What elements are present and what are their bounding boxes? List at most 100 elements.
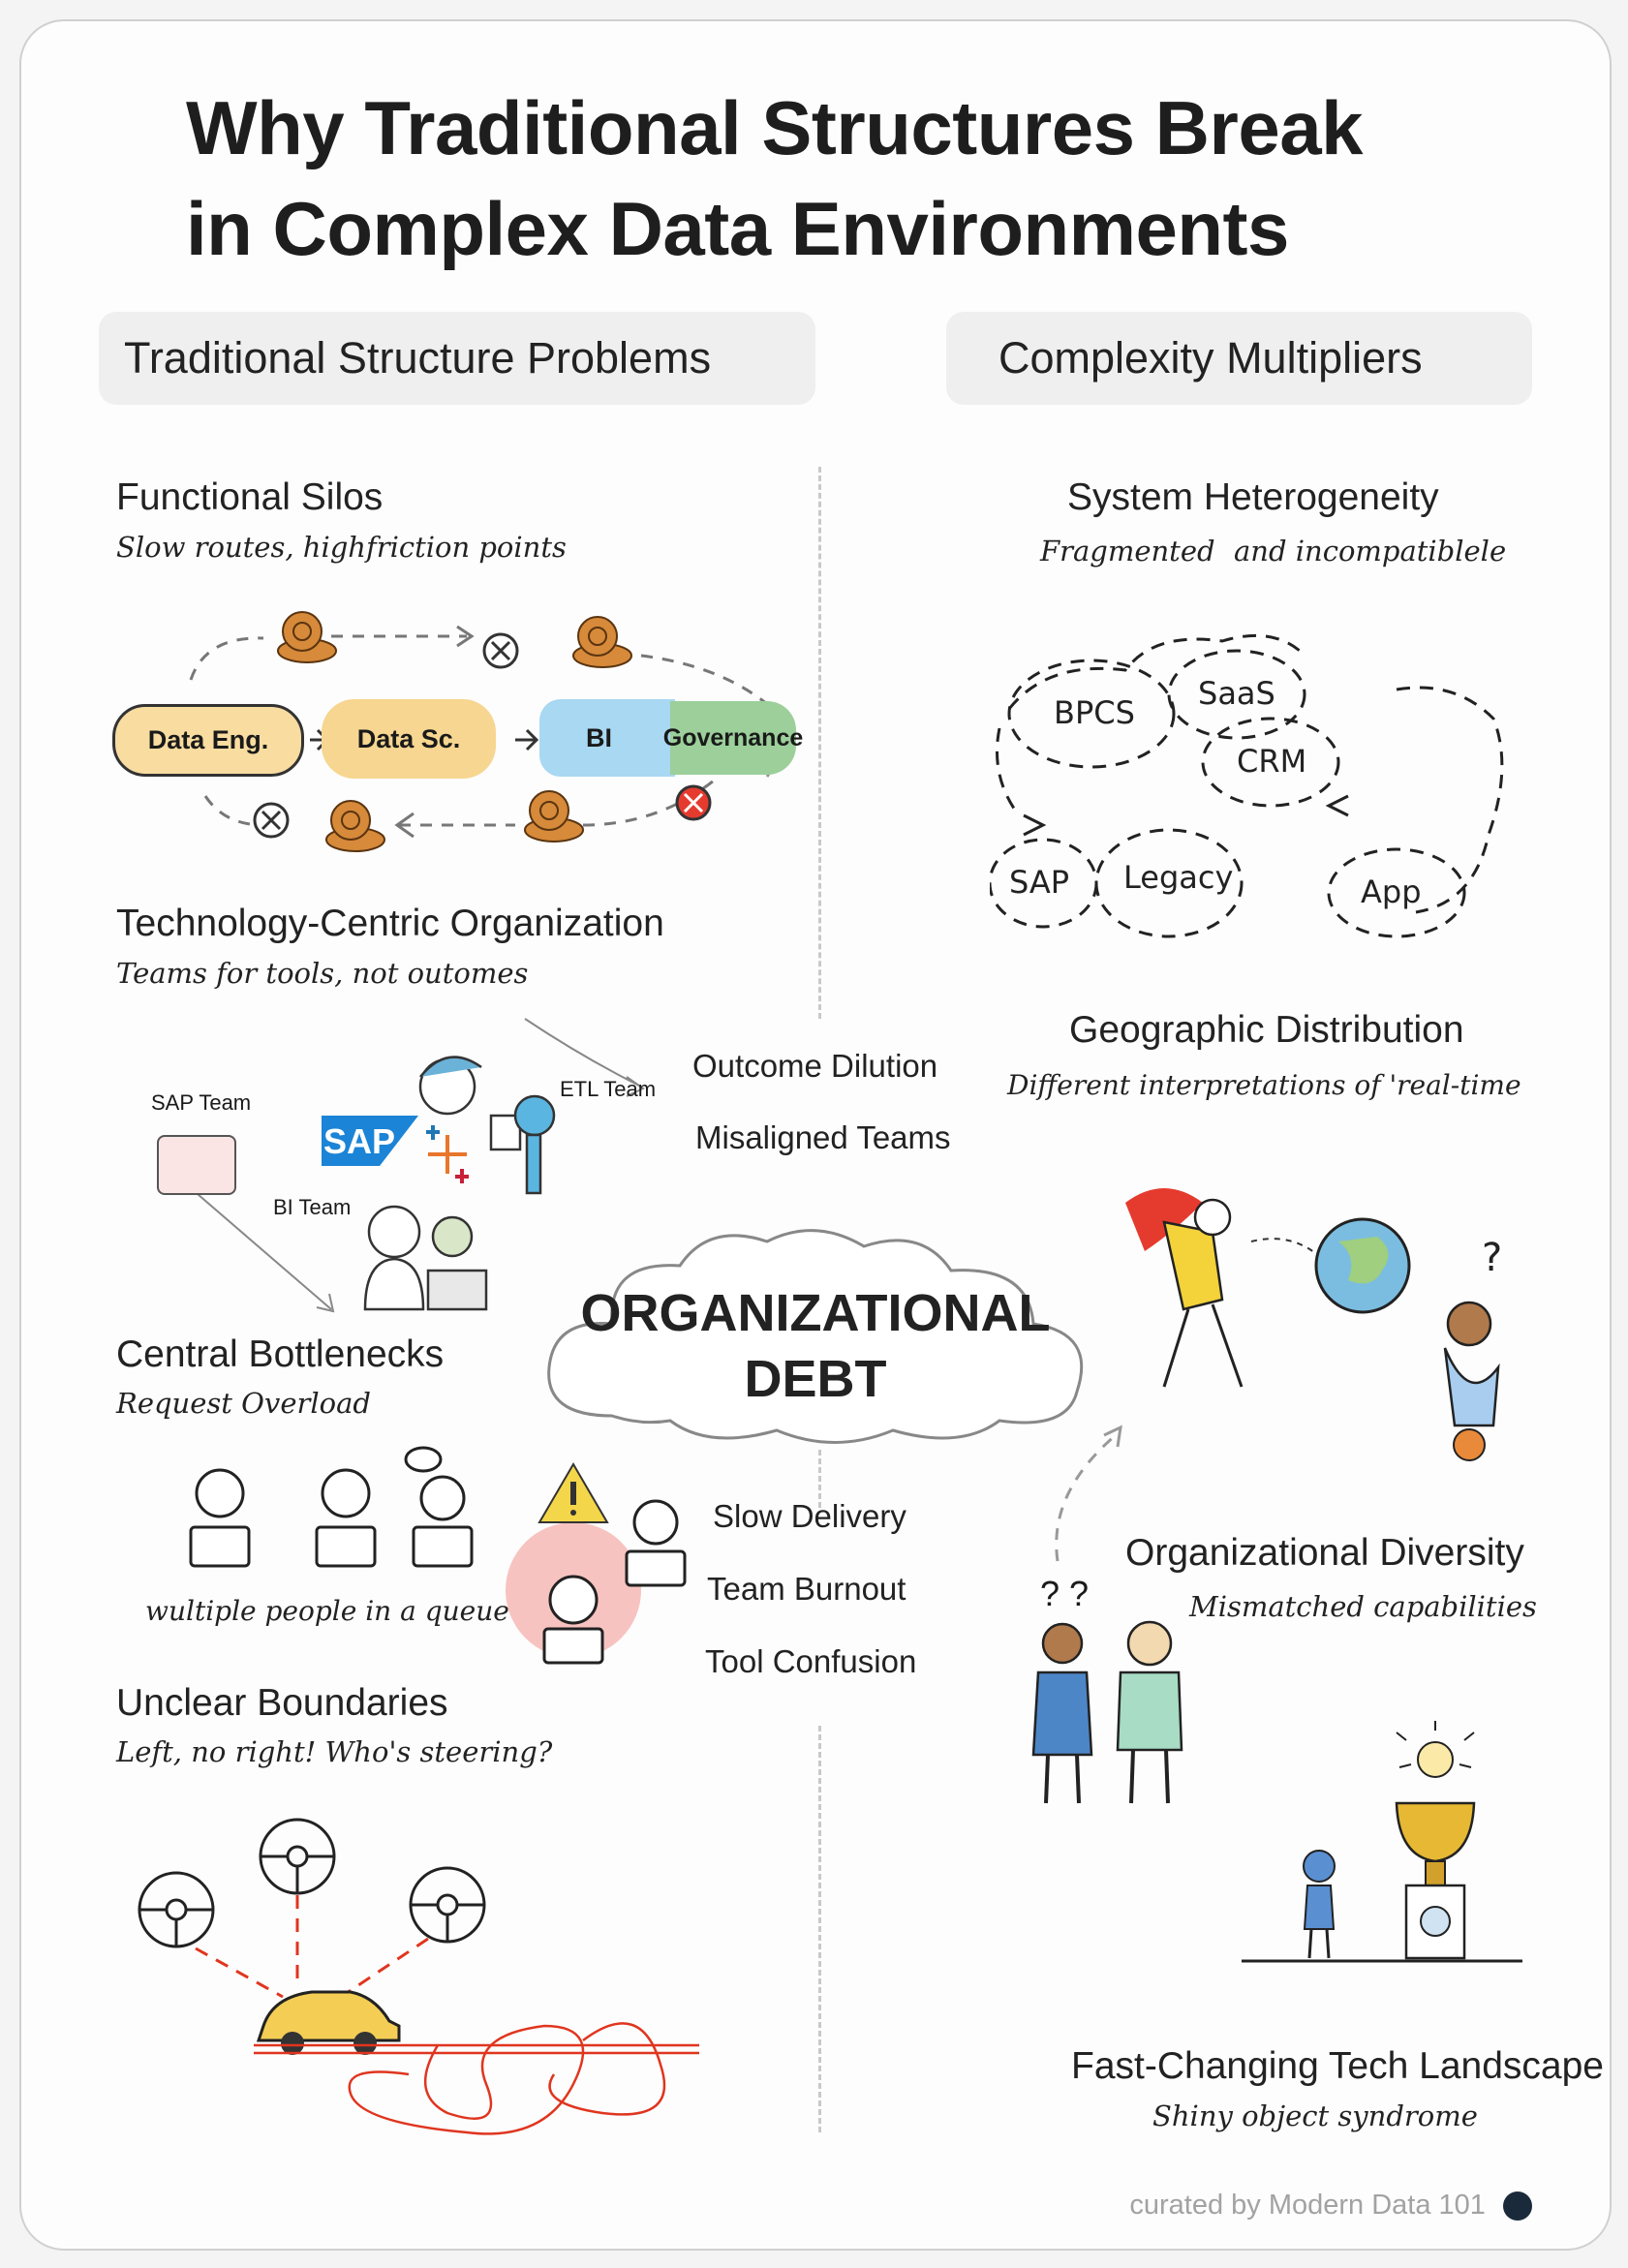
cloud-app-label: App (1361, 873, 1422, 910)
sap-logo-icon (322, 1116, 418, 1166)
person-apron-icon (1031, 1622, 1093, 1804)
steering-wheel-icon-2 (259, 1818, 336, 1895)
snail-icon-1 (277, 611, 337, 663)
outcome-dilution-label: Outcome Dilution (692, 1048, 938, 1084)
cloud-crm (1201, 717, 1340, 808)
title-line-1: Why Traditional Structures Break (186, 85, 1363, 170)
cloud-crm-label: CRM (1237, 743, 1307, 780)
gazing-person-icon (1303, 1850, 1336, 1959)
title-line-2: in Complex Data Environments (186, 186, 1289, 271)
fast-changing-title: Fast-Changing Tech Landscape (1071, 2045, 1604, 2087)
slow-delivery-label: Slow Delivery (713, 1498, 906, 1534)
bottleneck-queue-diagram (189, 1446, 687, 1665)
debt-line-2: DEBT (744, 1350, 887, 1408)
unclear-boundaries-title: Unclear Boundaries (116, 1682, 448, 1724)
confused-person-icon: ? (1443, 1236, 1502, 1461)
steering-wheel-icon-3 (409, 1866, 486, 1944)
debt-line-1: ORGANIZATIONAL (580, 1284, 1051, 1342)
tech-centric-diagram (190, 1018, 645, 1313)
sap-logo-text: SAP (323, 1121, 396, 1161)
tangled-road (254, 2022, 699, 2135)
sap-team-label: SAP Team (151, 1090, 252, 1115)
infographic-card: Why Traditional Structures Break in Comp… (19, 19, 1612, 2251)
sap-team-box (157, 1135, 236, 1195)
cape-runner-icon (1125, 1188, 1244, 1388)
queue-person-icon-1 (189, 1468, 251, 1568)
system-heterogeneity-subtitle-a: Fragmented (1040, 535, 1215, 567)
footer-text: curated by Modern Data 101 (1129, 2190, 1486, 2221)
etl-tool-icon (489, 1094, 556, 1195)
box-data-sc: Data Sc. (322, 699, 496, 779)
cloud-bpcs (1007, 659, 1176, 769)
diversity-illustration (1031, 1620, 1183, 1804)
misaligned-teams-label: Misaligned Teams (695, 1119, 951, 1155)
silos-route-diagram (189, 611, 783, 852)
warning-triangle-icon (538, 1462, 609, 1523)
tech-centric-subtitle: Teams for tools, not outomes (116, 957, 529, 990)
cloud-bpcs-label: BPCS (1054, 694, 1135, 731)
system-heterogeneity-title: System Heterogeneity (1067, 476, 1439, 518)
center-divider-mid (818, 1450, 821, 1508)
debt-cloud-shape (547, 1229, 1084, 1444)
center-divider-top (818, 467, 821, 1019)
modern-data-logo-icon (1503, 2191, 1532, 2222)
cloud-saas (1167, 649, 1306, 740)
queue-person-icon-3 (404, 1446, 474, 1568)
bi-team-avatar-icon (363, 1205, 488, 1311)
steering-diagram (138, 1818, 699, 2135)
system-heterogeneity-subtitle-b: and incompatiblele (1234, 535, 1507, 567)
functional-silos-title: Functional Silos (116, 476, 384, 518)
car-icon (256, 1990, 401, 2055)
page-title: Why Traditional Structures Break in Comp… (186, 77, 1363, 279)
box-governance: Governance (663, 701, 803, 775)
snail-icon-3 (325, 800, 385, 852)
shiny-object-illustration (1242, 1721, 1522, 1963)
globe-icon (1314, 1217, 1411, 1314)
tool-confusion-label: Tool Confusion (705, 1643, 917, 1679)
stressed-person-icon (542, 1575, 604, 1665)
footer-credit: curated by Modern Data 101 (1129, 2190, 1532, 2222)
queue-caption: wultiple people in a queue (145, 1595, 509, 1627)
bi-team-label: BI Team (273, 1195, 352, 1219)
cloud-sap-label: SAP (1009, 864, 1070, 901)
lightbulb-icon (1396, 1721, 1475, 1778)
blocked-x-icon-2 (253, 802, 290, 839)
box-bi: BI (539, 699, 675, 777)
header-left-label: Traditional Structure Problems (124, 333, 712, 383)
blocked-x-icon-1 (482, 632, 519, 669)
geo-illustration: ? (1125, 1188, 1502, 1461)
cloud-legacy-label: Legacy (1123, 859, 1234, 896)
organizational-diversity-title: Organizational Diversity (1125, 1532, 1524, 1574)
central-bottlenecks-title: Central Bottlenecks (116, 1333, 445, 1375)
center-divider-bottom (818, 1726, 821, 2132)
central-bottlenecks-subtitle: Request Overload (116, 1387, 371, 1420)
cloud-legacy (1094, 828, 1244, 938)
geographic-distribution-title: Geographic Distribution (1069, 1009, 1464, 1051)
tech-centric-title: Technology-Centric Organization (116, 903, 664, 944)
system-clouds-diagram (990, 633, 1504, 938)
box-data-eng: Data Eng. (112, 704, 304, 777)
cloud-app (1327, 847, 1466, 938)
team-burnout-label: Team Burnout (707, 1571, 906, 1607)
header-complexity-multipliers: Complexity Multipliers (946, 312, 1532, 405)
unclear-boundaries-subtitle: Left, no right! Who's steering? (116, 1735, 553, 1768)
trophy-icon (1395, 1801, 1476, 1960)
organizational-diversity-subtitle: Mismatched capabilities (1189, 1590, 1537, 1623)
tableau-icon (426, 1125, 469, 1183)
snail-icon-4 (524, 790, 584, 843)
engineer-avatar-icon (418, 1056, 482, 1116)
organizational-debt-label: ORGANIZATIONAL DEBT (544, 1280, 1087, 1412)
geographic-distribution-subtitle: Different interpretations of 'real-time (1007, 1069, 1521, 1101)
header-right-label: Complexity Multipliers (998, 333, 1423, 383)
functional-silos-subtitle: Slow routes, highfriction points (116, 531, 567, 564)
blocked-x-icon-3 (675, 784, 712, 821)
steering-wheel-icon-1 (138, 1871, 215, 1948)
svg-text:?: ? (1482, 1236, 1502, 1280)
header-traditional-problems: Traditional Structure Problems (99, 312, 815, 405)
etl-team-label: ETL Team (560, 1077, 657, 1101)
person-glasses-icon (1116, 1620, 1183, 1804)
queue-person-icon-2 (315, 1468, 377, 1568)
confusion-question-marks: ? ? (1040, 1574, 1090, 1613)
right-connector-arcs (1055, 1425, 1122, 1562)
cloud-saas-label: SaaS (1198, 675, 1275, 712)
